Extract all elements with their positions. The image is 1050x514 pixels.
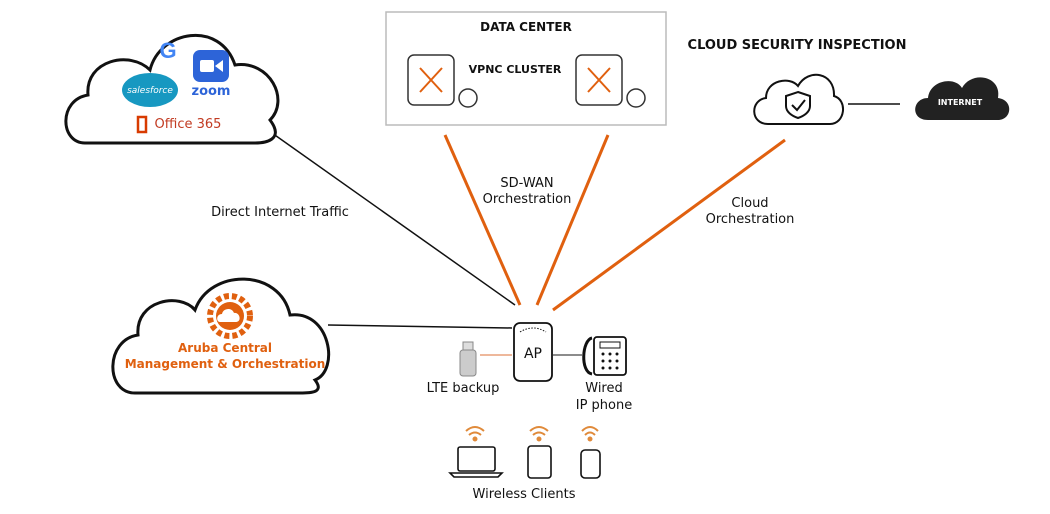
gear-cloud-icon — [207, 293, 253, 339]
ip-phone-label-1: Wired — [585, 381, 623, 396]
central-line — [327, 324, 513, 329]
zoom-lens-glyph — [215, 60, 223, 72]
tablet-icon — [527, 445, 552, 479]
ap-label: AP — [523, 346, 543, 362]
internet-cloud-icon — [915, 77, 1010, 120]
central-label-1: Aruba Central — [178, 341, 272, 355]
google-icon: G — [159, 38, 176, 63]
vpnc-icon-1 — [407, 54, 478, 108]
direct-internet-line — [271, 132, 516, 306]
cloud-orchestration-line — [552, 138, 786, 312]
vpnc-cluster-label: VPNC CLUSTER — [468, 63, 562, 76]
laptop-icon — [448, 446, 504, 478]
cloud-security-title: CLOUD SECURITY INSPECTION — [687, 38, 907, 53]
lte-usb-icon — [459, 341, 477, 377]
wifi-icon — [465, 426, 599, 442]
ap-device — [513, 322, 553, 382]
data-center-title: DATA CENTER — [480, 20, 572, 34]
security-cloud-icon — [753, 73, 844, 125]
sdwan-line-2 — [535, 134, 610, 306]
zoom-label: zoom — [191, 84, 231, 99]
ap-antenna-glyph — [519, 327, 547, 333]
wireless-clients-label: Wireless Clients — [472, 487, 576, 502]
sdwan-label-1: SD-WAN — [500, 176, 554, 191]
shield-icon — [785, 90, 811, 120]
lte-backup-label: LTE backup — [426, 381, 500, 396]
check-icon — [791, 99, 806, 112]
sdwan-line-1 — [443, 134, 522, 306]
salesforce-icon — [122, 73, 178, 107]
ip-phone-label-2: IP phone — [575, 398, 633, 413]
sdwan-label-2: Orchestration — [482, 192, 572, 207]
office365-label: Office 365 — [154, 117, 222, 132]
ip-phone-icon — [582, 336, 627, 376]
zoom-camera-glyph — [200, 60, 214, 72]
internet-label: INTERNET — [937, 98, 983, 107]
salesforce-label: salesforce — [127, 86, 173, 96]
cloud-orch-label-1: Cloud — [731, 196, 769, 211]
cloud-orch-label-2: Orchestration — [705, 212, 795, 227]
central-cloud-icon — [111, 277, 331, 395]
office-icon — [136, 115, 148, 134]
vpnc-icon-2 — [575, 54, 646, 108]
direct-internet-label: Direct Internet Traffic — [211, 205, 349, 220]
smartphone-icon — [580, 449, 601, 479]
central-label-2: Management & Orchestration — [124, 357, 326, 371]
